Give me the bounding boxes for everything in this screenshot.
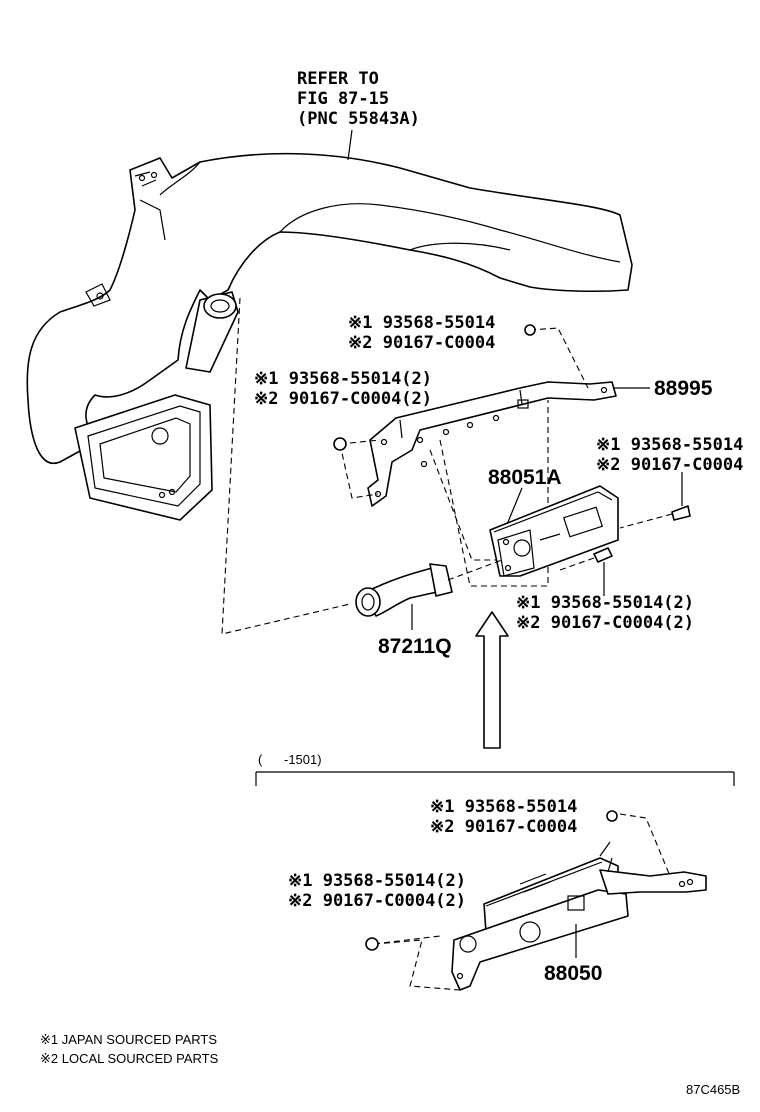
fastener-top-center-line-2: ※2 90167-C0004 <box>348 333 495 353</box>
bracket-88995 <box>367 381 617 507</box>
diagram-code: 87C465B <box>686 1082 740 1097</box>
part-number-88051A: 88051A <box>488 466 562 489</box>
refer-line-2: FIG 87-15 <box>297 89 389 109</box>
part-number-88050: 88050 <box>544 962 602 985</box>
refer-line-1: REFER TO <box>297 69 379 89</box>
fastener-top-center-line-1: ※1 93568-55014 <box>348 313 495 333</box>
air-duct-assembly <box>26 152 633 521</box>
fastener-lower-top-line-2: ※2 90167-C0004 <box>430 817 577 837</box>
fastener-bottom-mid-line-2: ※2 90167-C0004(2) <box>516 613 694 633</box>
fastener-right-line-1: ※1 93568-55014 <box>596 435 743 455</box>
fastener-bottom-mid-line-1: ※1 93568-55014(2) <box>516 593 694 613</box>
fastener-left-line-2: ※2 90167-C0004(2) <box>254 389 432 409</box>
fastener-lower-left-line-1: ※1 93568-55014(2) <box>288 871 466 891</box>
refer-line-3: (PNC 55843A) <box>297 109 420 129</box>
bolt-top-center-icon <box>524 324 536 336</box>
ecu-88051A <box>489 485 619 577</box>
legend-note-1: ※1 JAPAN SOURCED PARTS <box>40 1032 217 1047</box>
bolt-lower-left-icon <box>365 937 379 951</box>
range-bracket <box>255 771 735 786</box>
part-number-88995: 88995 <box>654 377 713 400</box>
fastener-lower-top-line-1: ※1 93568-55014 <box>430 797 577 817</box>
fastener-lower-left-line-2: ※2 90167-C0004(2) <box>288 891 466 911</box>
screw-right-icon <box>619 472 691 529</box>
legend-note-2: ※2 LOCAL SOURCED PARTS <box>40 1051 219 1066</box>
fastener-left-line-1: ※1 93568-55014(2) <box>254 369 432 389</box>
up-arrow-icon <box>475 611 509 749</box>
screw-bottom-mid-icon <box>559 547 613 596</box>
fastener-right-line-2: ※2 90167-C0004 <box>596 455 743 475</box>
range-label: ( -1501) <box>258 752 322 767</box>
ecu-assembly-88050 <box>451 841 707 991</box>
bolt-lower-top-icon <box>606 810 618 822</box>
hose-87211Q <box>355 563 453 617</box>
part-number-87211Q: 87211Q <box>378 635 452 658</box>
bolt-left-icon <box>333 437 347 451</box>
